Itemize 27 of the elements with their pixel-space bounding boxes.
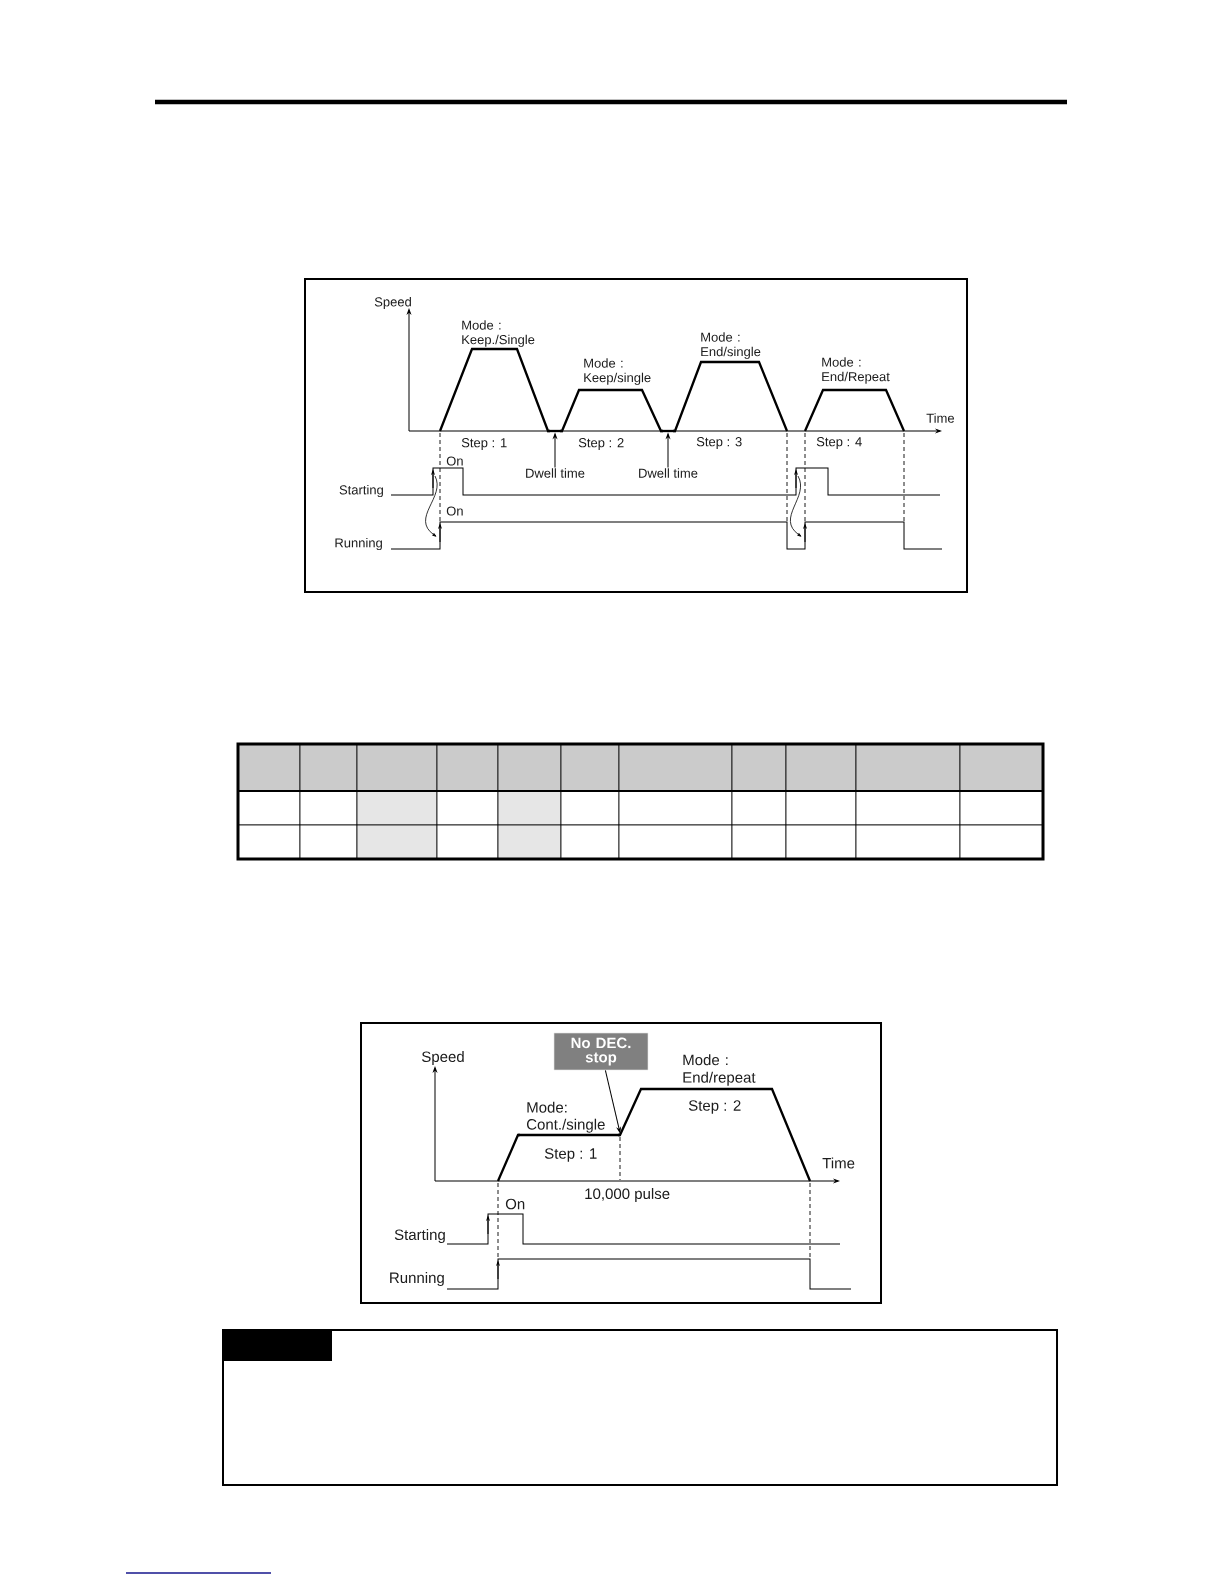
state-label: On [446,506,463,516]
step-label: Step : 4 [816,437,862,449]
step-label: Step : 2 [688,1100,741,1114]
axis-label: Time [822,1157,855,1169]
state-label: On [505,1198,525,1210]
step-label: Step : 2 [578,438,624,450]
step-label: Step : 1 [544,1148,597,1162]
mode-label: Mode : End/repeat [683,1054,756,1086]
position-label: 10,000 pulse [585,1188,670,1202]
annotation-label: Dwell time [526,468,585,478]
signal-name: Running [390,1272,444,1286]
signal-name: Running [335,537,382,551]
axis-label: Speed [422,1051,464,1065]
mode-label: Mode : Keep./Single [462,320,535,347]
annotation-label: Dwell time [639,468,698,478]
mode-label: Mode : End/Repeat [822,357,890,384]
axis-label: Time [926,413,955,423]
mode-label: Mode : End/single [701,332,761,359]
signal-name: Starting [394,1229,445,1243]
leader-arrow [666,433,670,469]
axis-label: Speed [374,296,411,310]
signal-name: Starting [339,484,383,498]
leader-arrow [604,1069,621,1133]
callout-box: No DEC. stop [553,1032,649,1071]
state-label: On [446,456,463,466]
leader-arrow [553,433,557,469]
mode-label: Mode : Keep/single [584,358,651,385]
